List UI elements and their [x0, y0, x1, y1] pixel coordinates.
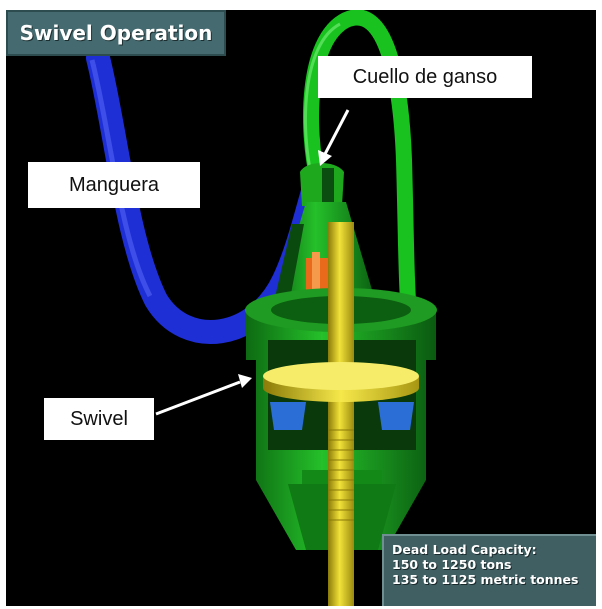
- diagram-title: Swivel Operation: [20, 21, 213, 45]
- label-gooseneck: Cuello de ganso: [318, 56, 532, 98]
- arrow-icon: [318, 110, 348, 166]
- capacity-metric: 135 to 1125 metric tonnes: [392, 572, 588, 587]
- label-swivel: Swivel: [44, 398, 154, 440]
- capacity-tons: 150 to 1250 tons: [392, 557, 588, 572]
- title-plate: Swivel Operation: [6, 10, 226, 56]
- label-hose: Manguera: [28, 162, 200, 208]
- bearing: [270, 402, 306, 430]
- arrow-icon: [156, 374, 252, 414]
- swivel-illustration: [6, 10, 596, 606]
- capacity-heading: Dead Load Capacity:: [392, 542, 588, 557]
- stem: [328, 222, 354, 606]
- capacity-panel: Dead Load Capacity: 150 to 1250 tons 135…: [382, 534, 596, 606]
- diagram-canvas: [6, 10, 596, 606]
